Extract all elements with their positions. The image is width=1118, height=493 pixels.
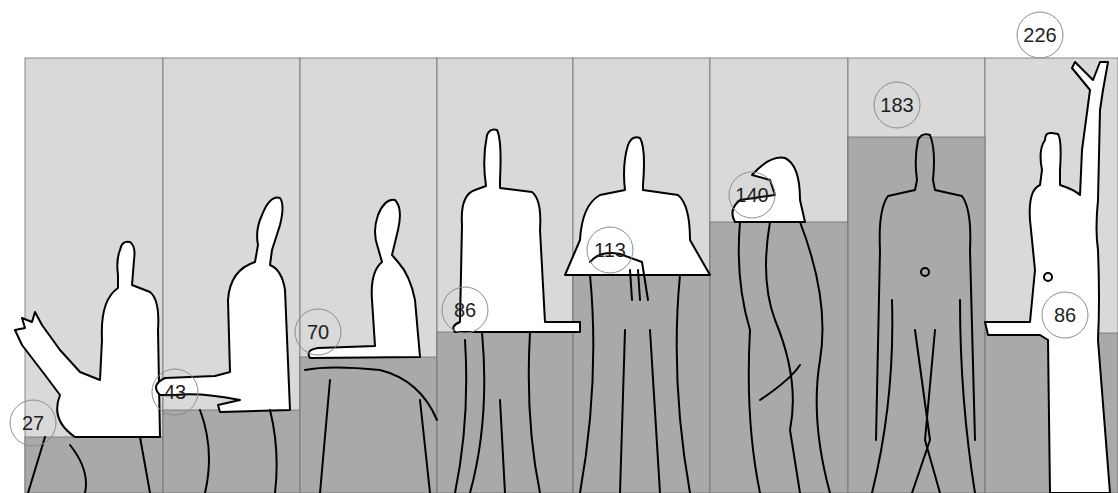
measure-circle: 86: [441, 286, 489, 334]
measure-number: 140: [728, 171, 776, 219]
navel: [921, 268, 929, 276]
measure-circle: 113: [586, 226, 634, 274]
height-block: [300, 357, 437, 493]
height-block: [573, 275, 710, 493]
figure-legs: [580, 275, 690, 493]
measure-number: 226: [1016, 11, 1064, 59]
standing-figure-outline: [872, 134, 975, 493]
measure-number: 70: [294, 308, 342, 356]
measure-number: 43: [151, 368, 199, 416]
measure-circle: 70: [294, 308, 342, 356]
measure-number: 86: [441, 286, 489, 334]
circle-outline: [10, 400, 56, 446]
measure-number: 86: [1041, 291, 1089, 339]
navel: [1044, 273, 1052, 281]
panel-backgrounds: [25, 58, 1118, 493]
circle-outline: [442, 287, 488, 333]
standing-figure: [565, 137, 710, 275]
panel: [848, 58, 985, 493]
measure-circle: 27: [9, 399, 57, 447]
circle-outline: [295, 309, 341, 355]
panel: [985, 58, 1118, 493]
figure-legs: [305, 368, 437, 493]
circle-outline: [152, 369, 198, 415]
crouching-figure: [15, 242, 160, 437]
human-figures: [15, 62, 1110, 493]
measure-number: 113: [586, 226, 634, 274]
measure-number: 27: [9, 399, 57, 447]
height-block: [848, 137, 985, 493]
circle-outline: [1017, 12, 1063, 58]
circle-outline: [1042, 292, 1088, 338]
circle-outline: [729, 172, 775, 218]
figure-legs: [28, 437, 150, 493]
panel: [710, 58, 848, 493]
circle-outline: [587, 227, 633, 273]
raised-arm-figure: [985, 62, 1110, 493]
figure-legs: [200, 410, 277, 493]
height-block: [25, 437, 163, 493]
figure-body: [739, 222, 830, 493]
height-block: [163, 410, 300, 493]
height-blocks: [25, 137, 1118, 493]
circle-outline: [874, 82, 920, 128]
measure-circle: 86: [1041, 291, 1089, 339]
figure-legs: [455, 332, 540, 493]
measure-circle: 140: [728, 171, 776, 219]
measure-circle: 183: [873, 81, 921, 129]
panel: [300, 58, 437, 493]
height-block: [437, 332, 573, 493]
measure-number: 183: [873, 81, 921, 129]
height-block: [710, 222, 848, 493]
kneeling-figure: [156, 198, 290, 412]
measure-circle: 43: [151, 368, 199, 416]
measure-circle: 226: [1016, 11, 1064, 59]
